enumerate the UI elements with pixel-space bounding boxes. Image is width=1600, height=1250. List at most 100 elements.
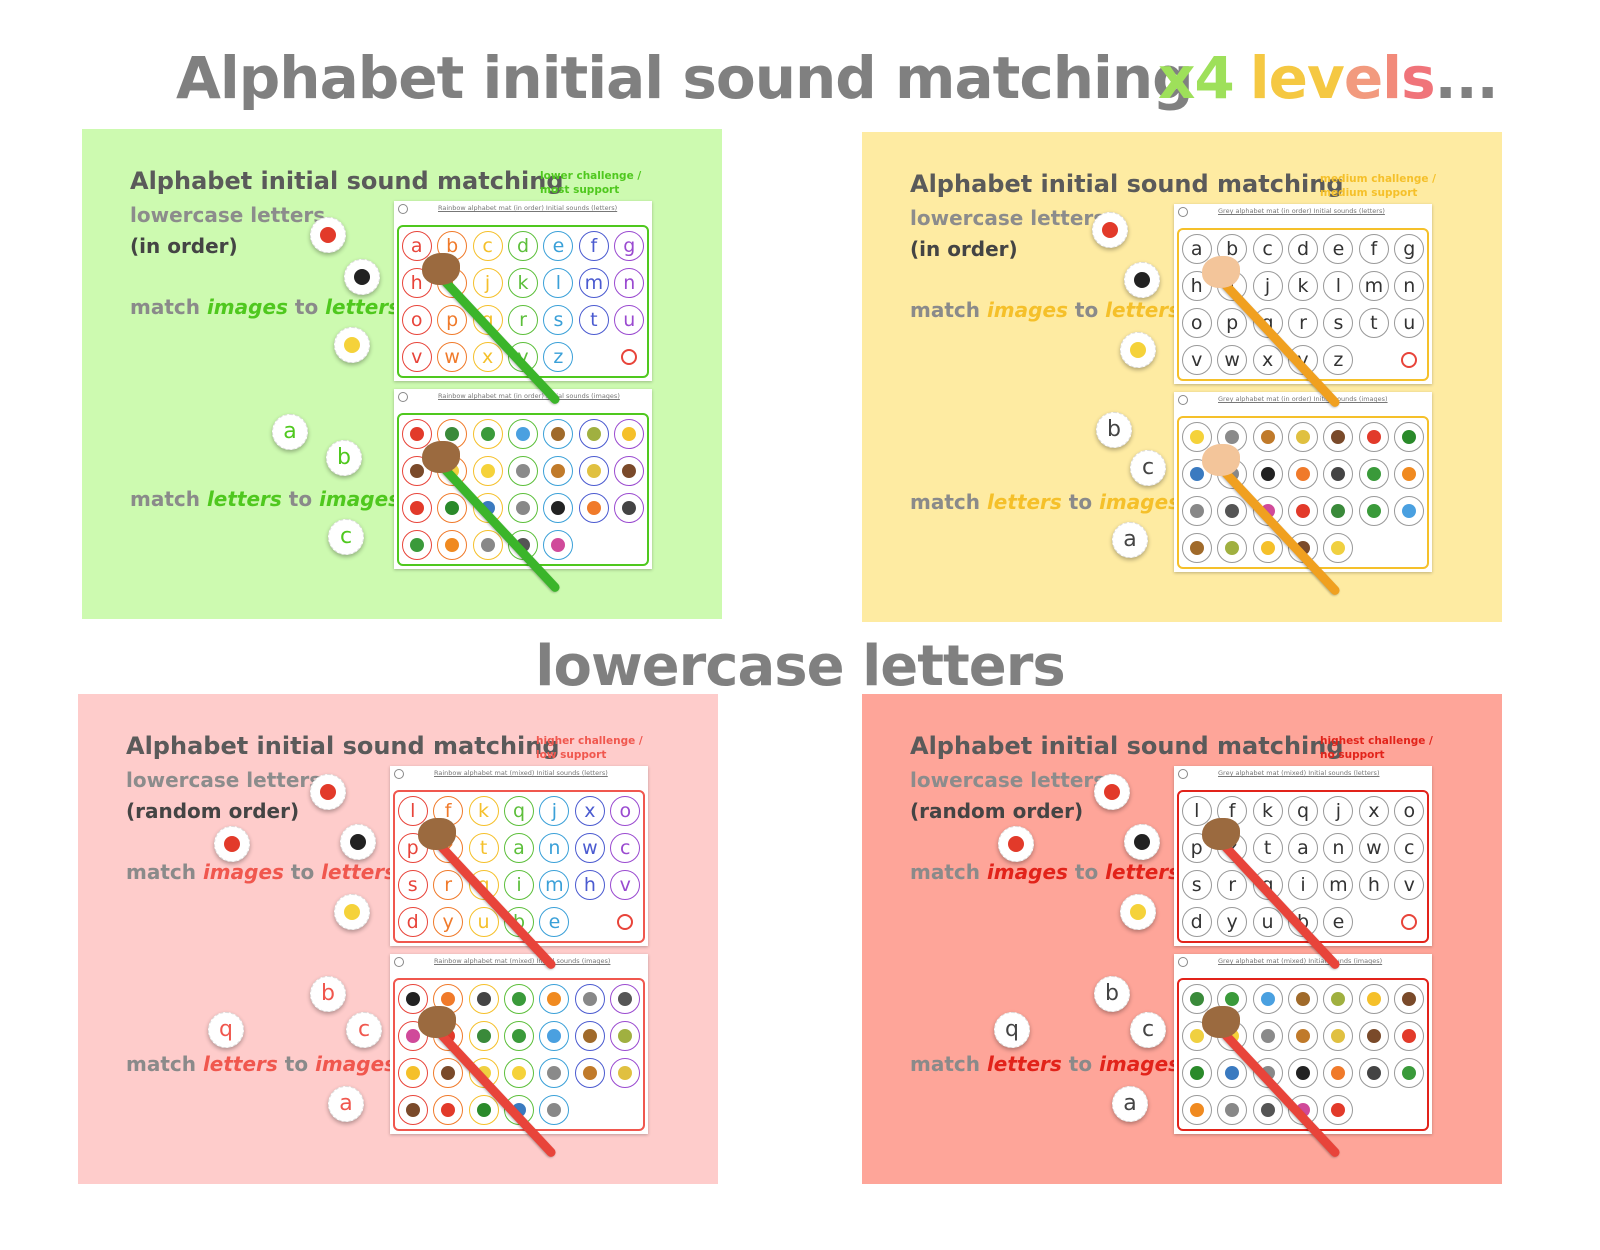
image-cell[interactable]: [614, 418, 645, 449]
letter-cell[interactable]: o: [610, 795, 641, 826]
image-cell[interactable]: [1323, 496, 1354, 527]
image-cell[interactable]: [1217, 1095, 1248, 1126]
image-cell[interactable]: [543, 418, 574, 449]
logo-cell[interactable]: [621, 349, 638, 366]
image-token[interactable]: [334, 327, 370, 363]
image-cell[interactable]: [1394, 983, 1425, 1014]
image-cell[interactable]: [472, 455, 503, 486]
letter-cell[interactable]: w: [1358, 832, 1389, 863]
image-cell[interactable]: [433, 1058, 464, 1089]
letter-cell[interactable]: g: [614, 230, 645, 261]
image-cell[interactable]: [1358, 458, 1389, 489]
letter-cell[interactable]: j: [1252, 270, 1283, 301]
letter-cell[interactable]: o: [1181, 308, 1212, 339]
letter-cell[interactable]: k: [507, 267, 538, 298]
letter-cell[interactable]: d: [1181, 907, 1212, 938]
image-cell[interactable]: [507, 418, 538, 449]
letter-cell[interactable]: j: [1323, 795, 1354, 826]
image-cell[interactable]: [1323, 421, 1354, 452]
letter-cell[interactable]: e: [543, 230, 574, 261]
letter-cell[interactable]: u: [1394, 308, 1425, 339]
image-cell[interactable]: [437, 530, 468, 561]
letter-cell[interactable]: w: [437, 342, 468, 373]
image-cell[interactable]: [401, 493, 432, 524]
image-cell[interactable]: [578, 493, 609, 524]
image-cell[interactable]: [1252, 421, 1283, 452]
image-cell[interactable]: [1287, 421, 1318, 452]
letter-cell[interactable]: g: [1394, 233, 1425, 264]
image-token[interactable]: [1092, 212, 1128, 248]
image-cell[interactable]: [543, 455, 574, 486]
letter-cell[interactable]: h: [401, 267, 432, 298]
image-token[interactable]: [310, 217, 346, 253]
image-token[interactable]: [1124, 824, 1160, 860]
letter-cell[interactable]: p: [1217, 308, 1248, 339]
letter-cell[interactable]: x: [1252, 345, 1283, 376]
letter-cell[interactable]: k: [1287, 270, 1318, 301]
image-cell[interactable]: [1323, 1095, 1354, 1126]
image-token[interactable]: [340, 824, 376, 860]
letter-cell[interactable]: k: [468, 795, 499, 826]
image-token[interactable]: [1094, 774, 1130, 810]
letter-token[interactable]: c: [1130, 450, 1166, 486]
letter-cell[interactable]: o: [401, 305, 432, 336]
letter-cell[interactable]: h: [1181, 270, 1212, 301]
image-cell[interactable]: [1252, 1095, 1283, 1126]
image-cell[interactable]: [539, 1020, 570, 1051]
letter-cell[interactable]: l: [543, 267, 574, 298]
letter-cell[interactable]: c: [1252, 233, 1283, 264]
image-cell[interactable]: [1252, 458, 1283, 489]
letter-cell[interactable]: h: [1358, 870, 1389, 901]
letter-cell[interactable]: r: [1217, 870, 1248, 901]
letter-cell[interactable]: t: [468, 832, 499, 863]
letter-cell[interactable]: m: [1358, 270, 1389, 301]
letter-cell[interactable]: a: [1181, 233, 1212, 264]
image-cell[interactable]: [1287, 1020, 1318, 1051]
image-cell[interactable]: [574, 1058, 605, 1089]
image-cell[interactable]: [507, 455, 538, 486]
letter-cell[interactable]: c: [1394, 832, 1425, 863]
empty-cell[interactable]: [1394, 1095, 1425, 1126]
letter-cell[interactable]: e: [1323, 233, 1354, 264]
letter-token[interactable]: q: [994, 1012, 1030, 1048]
image-cell[interactable]: [437, 493, 468, 524]
image-cell[interactable]: [468, 1095, 499, 1126]
letter-token[interactable]: b: [1096, 412, 1132, 448]
image-cell[interactable]: [503, 1058, 534, 1089]
image-cell[interactable]: [1181, 1058, 1212, 1089]
image-cell[interactable]: [1252, 983, 1283, 1014]
letter-cell[interactable]: y: [1217, 907, 1248, 938]
empty-cell[interactable]: [1358, 345, 1389, 376]
image-cell[interactable]: [1394, 458, 1425, 489]
empty-cell[interactable]: [1394, 533, 1425, 564]
image-cell[interactable]: [507, 493, 538, 524]
letter-cell[interactable]: u: [468, 907, 499, 938]
letter-cell[interactable]: m: [578, 267, 609, 298]
image-cell[interactable]: [433, 1095, 464, 1126]
letter-cell[interactable]: t: [1252, 832, 1283, 863]
logo-cell[interactable]: [617, 914, 634, 931]
letter-token[interactable]: c: [1130, 1012, 1166, 1048]
letter-cell[interactable]: l: [1323, 270, 1354, 301]
letter-cell[interactable]: v: [401, 342, 432, 373]
letter-cell[interactable]: m: [1323, 870, 1354, 901]
image-cell[interactable]: [1323, 1020, 1354, 1051]
letter-cell[interactable]: j: [472, 267, 503, 298]
image-cell[interactable]: [397, 983, 428, 1014]
image-cell[interactable]: [1252, 533, 1283, 564]
letter-cell[interactable]: n: [614, 267, 645, 298]
image-cell[interactable]: [1181, 1095, 1212, 1126]
empty-cell[interactable]: [1358, 1095, 1389, 1126]
image-cell[interactable]: [1217, 496, 1248, 527]
letter-cell[interactable]: i: [503, 870, 534, 901]
letter-cell[interactable]: a: [503, 832, 534, 863]
letter-cell[interactable]: f: [1358, 233, 1389, 264]
image-cell[interactable]: [401, 530, 432, 561]
empty-cell[interactable]: [1358, 533, 1389, 564]
image-cell[interactable]: [539, 1058, 570, 1089]
letter-cell[interactable]: p: [437, 305, 468, 336]
letter-cell[interactable]: d: [507, 230, 538, 261]
letter-cell[interactable]: e: [539, 907, 570, 938]
letter-token[interactable]: a: [272, 414, 308, 450]
image-cell[interactable]: [574, 983, 605, 1014]
